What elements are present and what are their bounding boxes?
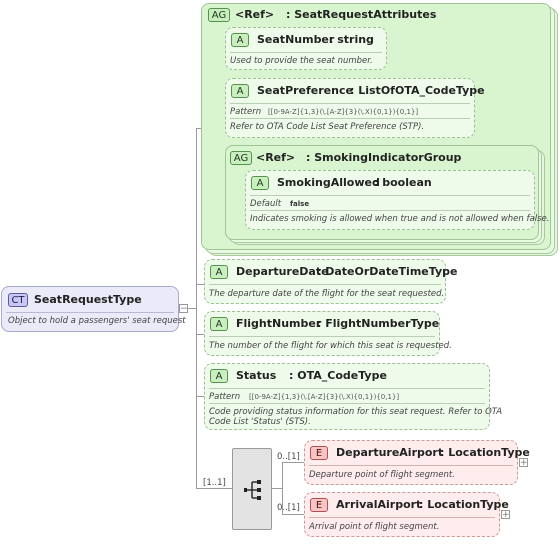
connector-ag [196,128,204,129]
departure-airport-name: DepartureAirport [336,446,444,459]
departure-date-type: : DateOrDateTimeType [317,265,458,278]
smoking-allowed-doc: Indicates smoking is allowed when true a… [250,214,550,224]
sequence-compositor[interactable] [232,448,272,530]
complex-type-collapse-button[interactable]: − [179,304,188,314]
sequence-icon [244,480,261,500]
complex-type-separator [6,312,174,313]
complex-type-doc: Object to hold a passengers' seat reques… [8,316,186,326]
ag-ref: <Ref> [235,8,275,21]
attribute-seat-number[interactable]: A SeatNumber : string Used to provide th… [225,27,387,70]
departure-airport-multiplicity: 0..[1] [277,452,300,462]
seat-number-doc: Used to provide the seat number. [230,56,373,66]
departure-airport-separator [309,465,513,466]
attribute-smoking-allowed[interactable]: A SmokingAllowed : boolean Default false… [245,170,549,230]
seat-preference-separator-2 [230,118,470,119]
smoking-allowed-name: SmokingAllowed [277,176,380,189]
arrival-airport-doc: Arrival point of flight segment. [309,522,440,532]
connector-arr-airport [282,514,304,515]
smoking-allowed-separator [250,195,530,196]
smoking-allowed-default-label: Default [250,199,282,209]
departure-date-tag: A [210,265,228,279]
element-departure-airport[interactable]: E DepartureAirport : LocationType Depart… [304,440,530,485]
complex-type-box[interactable]: CT SeatRequestType Object to hold a pass… [1,286,186,332]
status-doc-line1: Code providing status information for th… [209,407,503,417]
connector-sequence [196,488,232,489]
seat-preference-pattern-label: Pattern [230,107,262,117]
seat-preference-doc: Refer to OTA Code List Seat Preference (… [230,122,425,132]
arrival-airport-type: : LocationType [419,498,509,511]
seat-number-type: : string [329,33,374,46]
departure-airport-type: : LocationType [440,446,530,459]
arrival-airport-expand-button[interactable]: + [501,510,510,520]
seat-preference-separator [230,103,470,104]
complex-type-name: SeatRequestType [34,293,142,306]
status-tag: A [210,369,228,383]
flight-number-name: FlightNumber [236,317,322,330]
complex-type-tag: CT [8,293,28,307]
connector-dep-airport [282,462,304,463]
connector-flight-number [196,334,204,335]
smoking-group-name: : SmokingIndicatorGroup [306,151,462,164]
seat-number-separator [230,52,382,53]
element-arrival-airport[interactable]: E ArrivalAirport : LocationType Arrival … [304,492,509,537]
departure-date-doc: The departure date of the flight for the… [209,289,445,299]
attribute-flight-number[interactable]: A FlightNumber : FlightNumberType The nu… [204,311,452,356]
status-separator-2 [209,403,485,404]
arrival-airport-name: ArrivalAirport [336,498,422,511]
status-type: : OTA_CodeType [289,369,387,382]
status-separator [209,388,485,389]
connector-status [196,396,204,397]
connector-seq-branch [272,488,282,489]
smoking-allowed-tag: A [251,176,269,190]
smoking-allowed-separator-2 [250,210,530,211]
departure-date-separator [209,284,441,285]
seat-preference-tag: A [231,84,249,98]
seat-preference-name: SeatPreference [257,84,353,97]
connector-ct-to-branch [188,308,196,309]
connector-seq-vertical [282,462,283,514]
flight-number-doc: The number of the flight for which this … [209,341,452,351]
sequence-multiplicity: [1..1] [203,478,226,488]
departure-airport-doc: Departure point of flight segment. [309,470,455,480]
attribute-seat-preference[interactable]: A SeatPreference : ListOfOTA_CodeType Pa… [225,78,485,138]
departure-date-name: DepartureDate [236,265,329,278]
status-pattern-label: Pattern [209,392,241,402]
attribute-status[interactable]: A Status : OTA_CodeType Pattern [[0-9A-Z… [204,363,502,430]
status-name: Status [236,369,277,382]
arrival-airport-separator [309,517,495,518]
departure-airport-expand-button[interactable]: + [519,458,528,468]
flight-number-type: : FlightNumberType [317,317,440,330]
seat-number-name: SeatNumber [257,33,335,46]
ag-tag: AG [208,8,230,22]
flight-number-tag: A [210,317,228,331]
connector-departure-date [196,284,204,285]
seat-preference-pattern-value: [[0-9A-Z]{1,3}(\.[A-Z]{3}(\.X){0,1}){0,1… [268,108,419,116]
attribute-departure-date[interactable]: A DepartureDate : DateOrDateTimeType The… [204,259,457,304]
status-doc-line2: Code List 'Status' (STS). [209,417,311,427]
status-pattern-value: [[0-9A-Z]{1,3}(\.[A-Z]{3}(\.X){0,1}){0,1… [249,393,400,401]
smoking-allowed-type: : boolean [374,176,432,189]
flight-number-separator [209,336,435,337]
smoking-allowed-default-value: false [290,200,310,208]
departure-airport-tag: E [310,446,328,460]
connector-trunk [196,128,197,488]
arrival-airport-multiplicity: 0..[1] [277,503,300,513]
seat-preference-type: : ListOfOTA_CodeType [350,84,485,97]
smoking-group-ref: <Ref> [256,151,296,164]
arrival-airport-tag: E [310,498,328,512]
smoking-group-tag: AG [230,151,252,165]
ag-name: : SeatRequestAttributes [286,8,437,21]
seat-number-tag: A [231,33,249,47]
